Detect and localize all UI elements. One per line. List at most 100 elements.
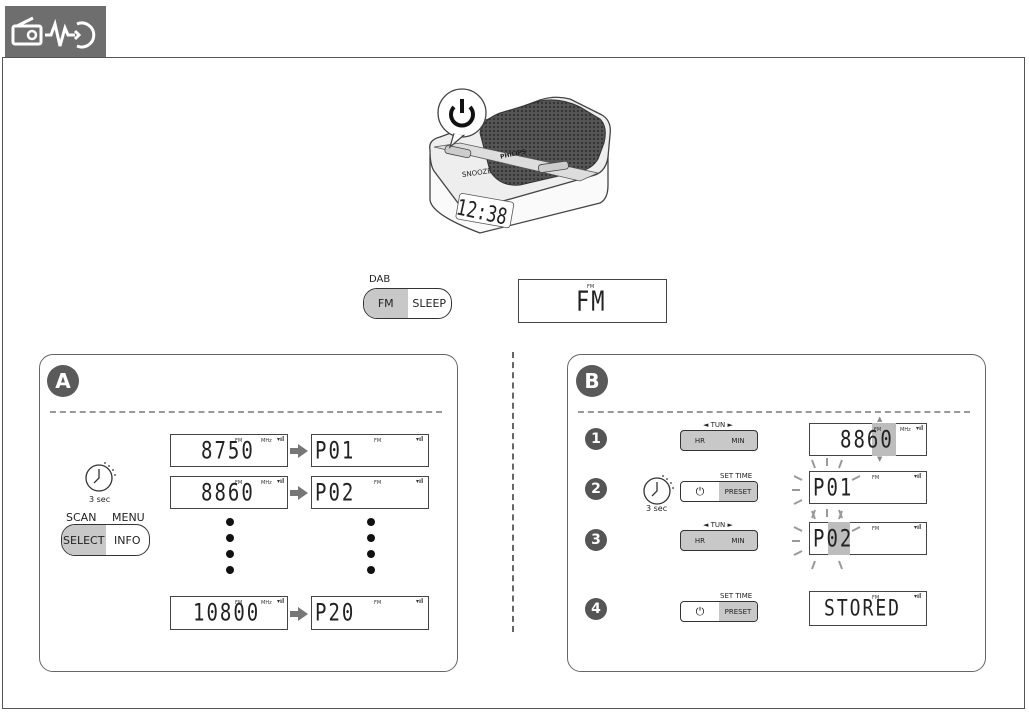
signal-icon: ▾ıl <box>277 478 285 485</box>
arrow-icon <box>290 607 308 621</box>
preset-value: P20 <box>315 599 356 627</box>
step3-display: FM ▾ıl P02 <box>809 522 927 555</box>
timer-icon <box>641 471 677 507</box>
display-fm-text: FM <box>576 286 607 319</box>
signal-icon: ▾ıl <box>914 524 922 531</box>
preset-value: P01 <box>315 437 356 465</box>
dab-label: DAB <box>369 274 391 285</box>
min-button[interactable]: MIN <box>731 436 745 445</box>
power-button[interactable]: ⏻ <box>695 604 705 618</box>
up-arrow-icon: ▲ <box>877 415 883 423</box>
signal-icon: ▾ıl <box>416 478 424 485</box>
info-button-half[interactable]: INFO <box>114 533 141 547</box>
preset-display: FM ▾ıl P01 <box>311 434 429 467</box>
min-button[interactable]: MIN <box>731 536 745 545</box>
freq-value: 8860 <box>201 479 255 507</box>
timer-label: 3 sec <box>89 495 111 504</box>
step-1: 1 <box>585 428 607 450</box>
signal-icon: ▾ıl <box>416 598 424 605</box>
display-value: 8860 <box>840 426 894 454</box>
freq-value: 10800 <box>193 599 261 627</box>
set-time-label: SET TIME <box>720 472 753 480</box>
fm-button-half[interactable]: FM <box>364 289 408 318</box>
freq-value: 8750 <box>201 437 255 465</box>
tun-label: ◄ TUN ► <box>703 521 733 529</box>
preset-button[interactable]: PRESET <box>719 602 757 621</box>
step-3: 3 <box>585 529 607 551</box>
step1-display: FM MHz ▾ıl 8860 <box>809 423 927 456</box>
radio-fm-icon <box>11 16 96 49</box>
panel-a-divider <box>50 411 442 413</box>
ellipsis-dot <box>367 550 375 558</box>
lcd-mhz-label: MHz <box>261 600 272 606</box>
lcd-fm-label: FM <box>235 438 243 444</box>
down-arrow-icon: ▼ <box>877 455 883 463</box>
preset-display: FM ▾ıl P02 <box>311 476 429 509</box>
lcd-fm-label: FM <box>872 475 880 481</box>
lcd-mhz-label: MHz <box>900 427 911 433</box>
power-button[interactable]: ⏻ <box>695 484 705 498</box>
ellipsis-dot <box>367 534 375 542</box>
fm-sleep-button[interactable]: FM SLEEP <box>363 288 452 319</box>
lcd-fm-label: FM <box>235 480 243 486</box>
freq-display: FM MHz ▾ıl 10800 <box>170 596 288 630</box>
blink-rays-icon <box>792 509 862 571</box>
digit-highlight <box>828 522 850 555</box>
badge-b: B <box>576 365 608 397</box>
signal-icon: ▾ıl <box>914 473 922 480</box>
display-value: P01 <box>813 474 854 502</box>
select-button-half[interactable]: SELECT <box>62 525 106 555</box>
timer-icon <box>83 458 119 494</box>
content-frame <box>2 57 1025 709</box>
display-fm-indicator: FM <box>587 284 595 290</box>
radio-device-illustration: PHILIPS SNOOZE 12:38 <box>420 85 620 245</box>
lcd-mhz-label: MHz <box>261 438 272 444</box>
panel-b <box>567 354 986 672</box>
ellipsis-dot <box>226 550 234 558</box>
preset-button[interactable]: PRESET <box>719 482 757 501</box>
ellipsis-dot <box>367 518 375 526</box>
lcd-fm-label: FM <box>374 600 382 606</box>
arrow-icon <box>290 486 308 500</box>
signal-icon: ▾ıl <box>277 436 285 443</box>
set-time-label: SET TIME <box>720 592 753 600</box>
ellipsis-dot <box>367 566 375 574</box>
ellipsis-dot <box>226 518 234 526</box>
lcd-fm-label: FM <box>872 526 880 532</box>
digit-highlight <box>872 423 896 456</box>
arrow-icon <box>290 444 308 458</box>
power-preset-button[interactable]: ⏻ PRESET <box>680 601 758 622</box>
panel-b-divider <box>578 411 970 413</box>
preset-display: FM ▾ıl P20 <box>311 596 429 630</box>
power-preset-button[interactable]: ⏻ PRESET <box>680 481 758 502</box>
sleep-button-half[interactable]: SLEEP <box>412 297 447 310</box>
step4-display: FM ▾ıl STORED <box>809 591 927 626</box>
hr-button[interactable]: HR <box>694 436 706 445</box>
signal-icon: ▾ıl <box>916 425 924 432</box>
lcd-fm-label: FM <box>874 427 882 433</box>
scan-label: SCAN <box>66 511 97 524</box>
signal-icon: ▾ıl <box>416 436 424 443</box>
panel-separator <box>512 352 514 632</box>
display-value: STORED <box>824 595 902 622</box>
hr-min-button[interactable]: HR MIN <box>680 530 758 551</box>
lcd-mhz-label: MHz <box>261 480 272 486</box>
lcd-fm-label: FM <box>374 480 382 486</box>
step-2: 2 <box>585 478 607 500</box>
ellipsis-dot <box>226 534 234 542</box>
menu-label: MENU <box>112 511 145 524</box>
lcd-fm-label: FM <box>235 600 243 606</box>
step-4: 4 <box>585 598 607 620</box>
panel-a <box>39 354 458 672</box>
badge-a: A <box>47 365 79 397</box>
timer-label: 3 sec <box>646 504 668 513</box>
freq-display: FM MHz ▾ıl 8860 <box>170 476 288 509</box>
tun-label: ◄ TUN ► <box>703 421 733 429</box>
hr-button[interactable]: HR <box>694 536 706 545</box>
step2-display: FM ▾ıl P01 <box>809 471 927 504</box>
top-fm-display: FM FM <box>518 279 667 323</box>
hr-min-button[interactable]: HR MIN <box>680 430 758 451</box>
preset-value: P02 <box>315 479 356 507</box>
select-info-button[interactable]: SELECT INFO <box>61 524 150 556</box>
signal-icon: ▾ıl <box>914 593 922 600</box>
